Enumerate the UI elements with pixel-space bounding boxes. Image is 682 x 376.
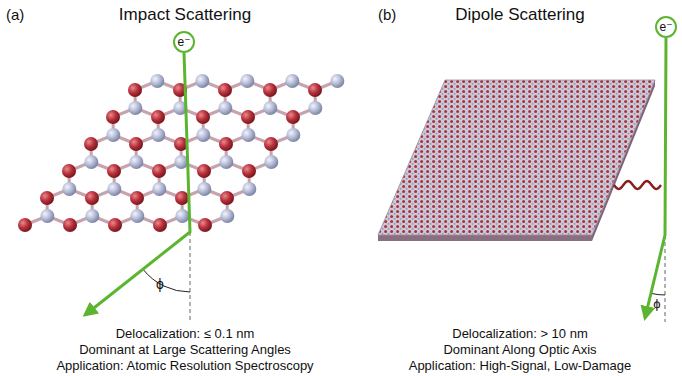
angle-arc bbox=[651, 293, 665, 295]
hbn-lattice bbox=[18, 74, 344, 232]
atom-sphere bbox=[220, 191, 234, 205]
atom-sphere bbox=[196, 128, 210, 142]
atom-sphere bbox=[240, 74, 254, 88]
atom-sphere bbox=[152, 164, 166, 178]
atom-sphere bbox=[308, 101, 322, 115]
panel-title: Impact Scattering bbox=[119, 5, 251, 25]
electron-symbol: e⁻ bbox=[177, 36, 190, 48]
atom-sphere bbox=[128, 101, 142, 115]
atom-sphere bbox=[106, 110, 120, 124]
atom-sphere bbox=[242, 182, 256, 196]
atom-sphere bbox=[219, 137, 233, 151]
atom-sphere bbox=[198, 218, 212, 232]
atom-sphere bbox=[106, 128, 120, 142]
angle-arc bbox=[143, 269, 190, 292]
atom-sphere bbox=[286, 110, 300, 124]
atom-sphere bbox=[241, 128, 255, 142]
atom-sphere bbox=[151, 128, 165, 142]
atom-sphere bbox=[85, 209, 99, 223]
electron-symbol: e⁻ bbox=[659, 21, 672, 33]
atom-sphere bbox=[62, 164, 76, 178]
atom-sphere bbox=[85, 191, 99, 205]
atom-sphere bbox=[264, 155, 278, 169]
atom-sphere bbox=[130, 209, 144, 223]
atom-sphere bbox=[308, 83, 322, 97]
atom-sphere bbox=[286, 128, 300, 142]
atom-sphere bbox=[63, 218, 77, 232]
atom-sphere bbox=[195, 74, 209, 88]
atom-sphere bbox=[62, 182, 76, 196]
electron-circle: e⁻ bbox=[655, 16, 677, 38]
atom-sphere bbox=[150, 74, 164, 88]
electron-trajectory bbox=[645, 38, 666, 318]
atom-sphere bbox=[175, 209, 189, 223]
panel-note: Application: High-Signal, Low-Damage bbox=[409, 358, 632, 374]
atom-sphere bbox=[107, 182, 121, 196]
atom-sphere bbox=[130, 191, 144, 205]
atom-sphere bbox=[242, 164, 256, 178]
atom-sphere bbox=[18, 218, 32, 232]
electron-trajectory bbox=[85, 53, 190, 315]
atom-sphere bbox=[220, 209, 234, 223]
panel-note: Dominant at Large Scattering Angles bbox=[79, 342, 291, 358]
atom-sphere bbox=[330, 74, 344, 88]
atom-sphere bbox=[285, 74, 299, 88]
optic-axis bbox=[665, 235, 666, 322]
atom-sphere bbox=[40, 209, 54, 223]
atom-sphere bbox=[153, 218, 167, 232]
atom-sphere bbox=[128, 83, 142, 97]
atom-sphere bbox=[218, 83, 232, 97]
atom-sphere bbox=[129, 155, 143, 169]
atom-sphere bbox=[197, 164, 211, 178]
atom-sphere bbox=[84, 137, 98, 151]
electron-beams bbox=[85, 38, 666, 322]
atom-sphere bbox=[107, 164, 121, 178]
atom-sphere bbox=[84, 155, 98, 169]
atom-sphere bbox=[263, 83, 277, 97]
atom-sphere bbox=[263, 101, 277, 115]
slab-face bbox=[378, 80, 655, 235]
atom-sphere bbox=[175, 191, 189, 205]
slab-edge bbox=[378, 235, 592, 241]
atom-sphere bbox=[197, 182, 211, 196]
atom-sphere bbox=[108, 218, 122, 232]
atom-sphere bbox=[129, 137, 143, 151]
panel-note: Application: Atomic Resolution Spectrosc… bbox=[56, 358, 313, 374]
optic-axis bbox=[190, 232, 191, 322]
atom-sphere bbox=[218, 101, 232, 115]
photon-wave bbox=[614, 181, 661, 189]
atom-sphere bbox=[40, 191, 54, 205]
panel-note: Delocalization: ≤ 0.1 nm bbox=[116, 326, 255, 342]
atom-sphere bbox=[219, 155, 233, 169]
atom-sphere bbox=[241, 110, 255, 124]
atom-sphere bbox=[264, 137, 278, 151]
electron-circle: e⁻ bbox=[173, 31, 195, 53]
panel-letter: (b) bbox=[378, 6, 396, 24]
angle-symbol: ϕ bbox=[653, 296, 660, 312]
panel-note: Dominant Along Optic Axis bbox=[443, 342, 596, 358]
crystal-slab bbox=[378, 80, 655, 241]
panel-title: Dipole Scattering bbox=[455, 5, 584, 25]
panel-letter: (a) bbox=[6, 6, 24, 24]
atom-sphere bbox=[152, 182, 166, 196]
panel-note: Delocalization: > 10 nm bbox=[452, 326, 588, 342]
atom-sphere bbox=[151, 110, 165, 124]
angle-symbol: ϕ bbox=[156, 276, 164, 293]
atom-sphere bbox=[196, 110, 210, 124]
